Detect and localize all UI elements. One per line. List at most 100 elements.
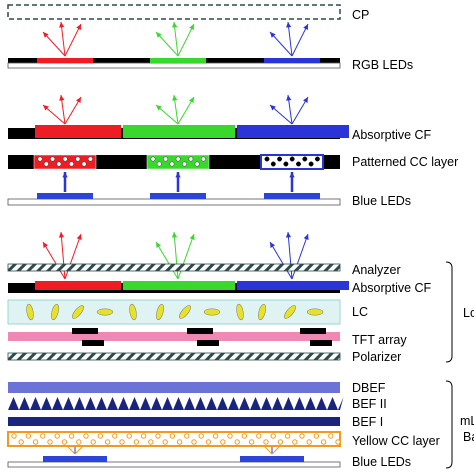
group-label-backlight-1: mL <box>460 414 474 428</box>
yellow-qd-dot-14 <box>112 433 118 439</box>
cf1-filter-2 <box>237 125 349 138</box>
yellow-qd-dot-16 <box>126 433 132 439</box>
rgb-emission-2-right <box>291 23 309 57</box>
yellow-qd-dot-4 <box>40 433 46 439</box>
lc-molecule-6 <box>179 305 191 319</box>
yellow-qd-dot-19 <box>148 439 154 445</box>
blue-led-2-1 <box>240 456 304 462</box>
lcd-emission-1-right <box>177 233 195 280</box>
yellow-qd-dot-34 <box>256 433 262 439</box>
cf1-emission-1-mid <box>172 94 179 125</box>
yellow-qd-dot-28 <box>212 433 219 439</box>
cf2-filter-1 <box>123 281 235 290</box>
qd-dot-1-4 <box>175 156 181 162</box>
label-patterned-cc-layer: Patterned CC layer <box>352 155 459 169</box>
yellow-qd-dot-31 <box>234 439 240 445</box>
rgb-led-0 <box>37 58 93 63</box>
yellow-qd-dot-10 <box>83 433 89 439</box>
blue-led-1-0 <box>37 193 93 199</box>
yellow-qd-dot-5 <box>47 439 53 445</box>
yellow-qd-dot-21 <box>162 439 168 445</box>
lcd-emission-0-right <box>64 233 82 280</box>
lc-molecule-5 <box>156 303 164 321</box>
polarizer-layer <box>7 352 341 361</box>
rgb-led-1 <box>150 58 206 63</box>
yellow-qd-dot-7 <box>61 439 68 445</box>
rgb-led-2 <box>264 58 320 63</box>
lc-molecule-8 <box>236 303 244 321</box>
tft-transistor-bottom-0 <box>82 340 104 346</box>
lc-molecule-9 <box>258 303 266 321</box>
rgb-emission-0-left <box>42 31 66 57</box>
qd-dot-0-3 <box>56 161 62 167</box>
cf1-emission-1-left <box>155 104 179 125</box>
yellow-qd-dot-0 <box>11 433 17 439</box>
label-blue-leds-1: Blue LEDs <box>352 194 412 208</box>
qd-dot-0-0 <box>37 156 43 162</box>
label-blue-leds-2: Blue LEDs <box>352 455 412 469</box>
yellow-qd-dot-32 <box>241 433 248 439</box>
yellow-qd-dot-37 <box>277 439 284 445</box>
yellow-qd-dot-35 <box>263 439 269 445</box>
yellow-qd-dot-2 <box>25 433 32 439</box>
cf1-emission-1-right <box>177 96 195 125</box>
qd-dot-1-2 <box>163 156 169 162</box>
lc-molecule-0 <box>26 303 34 321</box>
label-rgb-leds: RGB LEDs <box>352 58 414 72</box>
qd-dot-1-1 <box>156 161 162 167</box>
tft-array-layer <box>8 332 340 341</box>
rgb-led-substrate-white <box>7 62 341 69</box>
yellow-qd-dot-15 <box>119 439 125 445</box>
yellow-qd-dot-11 <box>90 439 96 445</box>
lc-molecule-11 <box>306 308 324 316</box>
cf1-emission-2-mid <box>286 94 293 125</box>
qd-dot-2-4 <box>289 156 295 162</box>
rgb-emission-2-mid <box>286 21 293 57</box>
yellow-qd-dot-38 <box>284 433 291 439</box>
blue-led-substrate-2 <box>7 461 341 468</box>
backlight-bracket <box>445 380 453 469</box>
qd-dot-2-8 <box>314 156 320 162</box>
yellow-qd-dot-33 <box>248 439 255 445</box>
lc-molecule-3 <box>96 308 114 316</box>
label-tft-array: TFT array <box>352 333 407 347</box>
blue-led-2-0 <box>43 456 107 462</box>
cf2-filter-2 <box>237 281 349 290</box>
yellow-qd-dot-24 <box>184 433 190 439</box>
rgb-emission-0-right <box>64 23 82 57</box>
yellow-qd-dot-3 <box>32 439 39 445</box>
qd-dot-1-5 <box>182 161 187 167</box>
analyzer-layer <box>7 263 341 272</box>
qd-dot-1-7 <box>194 161 200 167</box>
label-yellow-cc-layer: Yellow CC layer <box>352 434 440 448</box>
blue-pump-arrow-2 <box>289 172 295 192</box>
bef-i-layer <box>8 417 340 426</box>
yellow-qd-dot-30 <box>227 433 233 439</box>
yellow-qd-dot-12 <box>97 433 104 439</box>
cf1-emission-0-right <box>64 96 82 125</box>
rgb-emission-2-left <box>269 31 293 57</box>
rgb-emission-1-mid <box>172 21 179 57</box>
yellow-qd-dot-23 <box>176 439 183 445</box>
yellow-qd-dot-44 <box>328 433 334 439</box>
qd-dot-0-7 <box>81 161 87 167</box>
label-cp: CP <box>352 8 370 22</box>
lcd-emission-2-mid <box>285 231 293 280</box>
tft-transistor-bottom-2 <box>310 340 332 346</box>
label-dbef: DBEF <box>352 381 386 395</box>
qd-dot-2-1 <box>270 161 276 167</box>
yellow-qd-dot-43 <box>320 439 327 445</box>
yellow-qd-dot-25 <box>191 439 197 445</box>
yellow-qd-dot-20 <box>155 433 161 439</box>
label-lc: LC <box>352 305 368 319</box>
qd-dot-1-0 <box>150 156 156 162</box>
yellow-qd-dot-42 <box>313 433 320 439</box>
lcd-emission-2-left <box>269 241 293 280</box>
lc-molecule-1 <box>51 303 59 321</box>
blue-pump-arrow-1 <box>175 172 181 192</box>
cc-pixel-1 <box>146 154 210 170</box>
tft-transistor-top-2 <box>300 328 326 334</box>
cf1-filter-0 <box>35 125 121 138</box>
lc-molecule-2 <box>72 305 84 319</box>
cc-pixel-2 <box>260 154 324 170</box>
